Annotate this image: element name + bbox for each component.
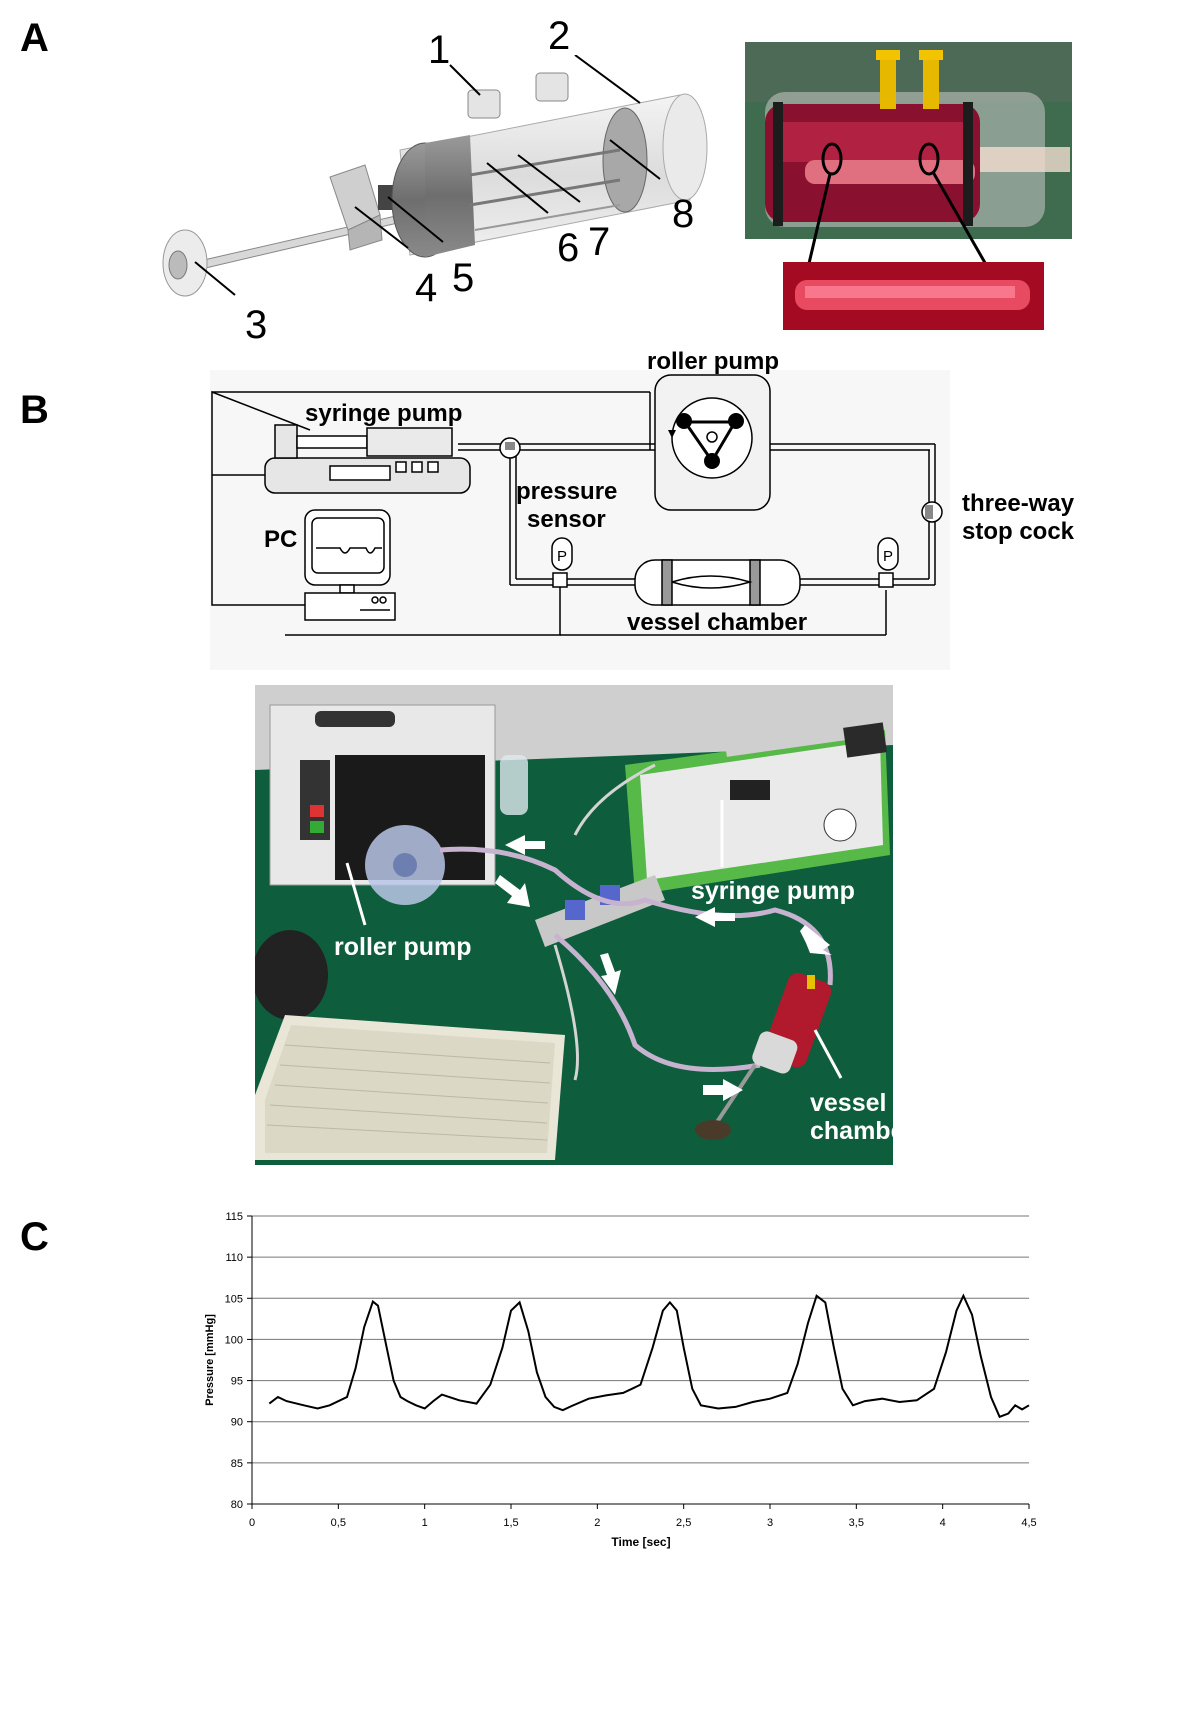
- part-label-6: 6: [557, 226, 580, 270]
- x-tick-label: 4,5: [1021, 1517, 1036, 1529]
- schematic-vessel-chamber-label: vessel chamber: [627, 609, 808, 636]
- x-tick-label: 0,5: [331, 1517, 346, 1529]
- schematic-stopcock-label-line1: three-way: [962, 490, 1075, 517]
- part-label-7: 7: [588, 220, 611, 264]
- photo-vessel-label-line1: vessel: [810, 1089, 887, 1117]
- panel-label-b: B: [20, 388, 49, 432]
- schematic-pressure-label-line2: sensor: [527, 506, 606, 533]
- y-tick-label: 100: [225, 1334, 243, 1346]
- schematic-stopcock-label-line2: stop cock: [962, 518, 1075, 545]
- part-label-2: 2: [548, 14, 571, 58]
- y-tick-label: 90: [231, 1417, 243, 1429]
- setup-photo: [255, 685, 893, 1165]
- y-tick-label: 105: [225, 1293, 243, 1305]
- part-label-5: 5: [452, 256, 475, 300]
- part-label-4: 4: [415, 266, 438, 310]
- x-tick-label: 2: [594, 1517, 600, 1529]
- y-tick-label: 95: [231, 1376, 243, 1388]
- x-tick-label: 0: [249, 1517, 255, 1529]
- part-label-3: 3: [245, 303, 268, 347]
- sensor-symbol-left: P: [557, 548, 567, 565]
- circuit-schematic: P P: [210, 370, 950, 670]
- schematic-pressure-label-line1: pressure: [516, 478, 618, 505]
- sensor-symbol-right: P: [883, 548, 893, 565]
- y-tick-label: 85: [231, 1458, 243, 1470]
- photo-vessel-label-line2: chambe: [810, 1117, 905, 1145]
- x-tick-label: 1,5: [503, 1517, 518, 1529]
- pressure-trace: [268, 1293, 1030, 1419]
- vessel-chamber-drawing: [162, 55, 708, 297]
- part-label-8: 8: [672, 192, 695, 236]
- x-tick-label: 3: [767, 1517, 773, 1529]
- panel-label-a: A: [20, 16, 49, 60]
- photo-roller-pump-label: roller pump: [334, 933, 472, 961]
- schematic-syringe-pump-label: syringe pump: [305, 400, 463, 427]
- vessel-chamber-photo: [745, 42, 1072, 330]
- panel-label-c: C: [20, 1215, 49, 1259]
- photo-syringe-pump-label: syringe pump: [691, 877, 855, 905]
- y-tick-label: 80: [231, 1499, 243, 1511]
- x-axis-label: Time [sec]: [611, 1535, 670, 1549]
- part-label-1: 1: [428, 28, 451, 72]
- y-axis-label: Pressure [mmHg]: [204, 1314, 216, 1406]
- x-tick-label: 1: [422, 1517, 428, 1529]
- y-tick-label: 115: [225, 1211, 243, 1223]
- x-tick-label: 3,5: [849, 1517, 864, 1529]
- x-tick-label: 2,5: [676, 1517, 691, 1529]
- schematic-pc-label: PC: [264, 526, 298, 553]
- y-tick-label: 110: [225, 1252, 243, 1264]
- x-tick-label: 4: [940, 1517, 946, 1529]
- schematic-roller-pump-label: roller pump: [647, 348, 780, 375]
